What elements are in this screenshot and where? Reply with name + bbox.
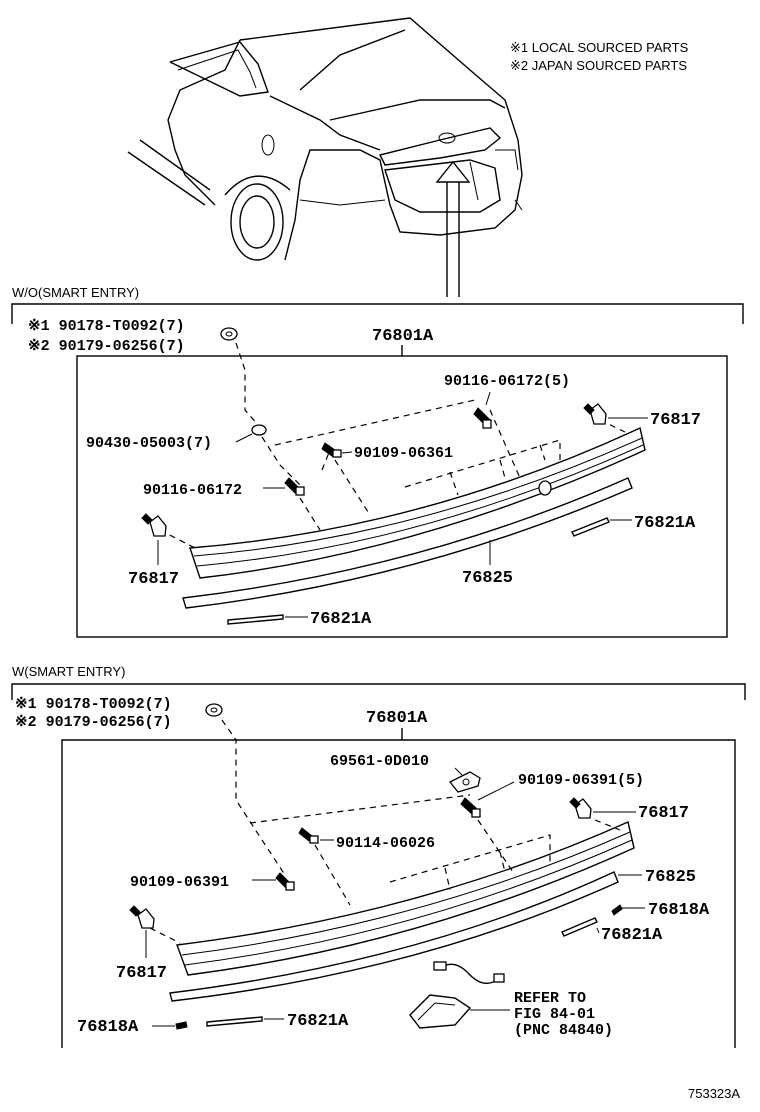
part-90109: 90109-06391	[130, 874, 229, 891]
part-76817-right: 76817	[650, 411, 701, 430]
screw-icon	[321, 442, 342, 458]
wire-harness	[409, 961, 505, 1029]
note-local-part: ※1 90178-T0092(7)	[15, 696, 172, 713]
clip-small-icon	[175, 1021, 188, 1030]
figure-id: 753323A	[688, 1086, 740, 1101]
tape-strip	[571, 517, 610, 537]
part-76818a-right: 76818A	[648, 901, 710, 920]
note-japan-sourced: ※2 JAPAN SOURCED PARTS	[510, 58, 687, 73]
tape-strip	[227, 614, 284, 625]
part-76818a-left: 76818A	[77, 1018, 139, 1037]
part-76817-right: 76817	[638, 804, 689, 823]
clip-icon	[141, 513, 167, 537]
refer-pnc-label: (PNC 84840)	[514, 1022, 613, 1039]
part-90116-qty5: 90116-06172(5)	[444, 373, 570, 390]
part-90430: 90430-05003(7)	[86, 435, 212, 452]
part-90109: 90109-06361	[354, 445, 453, 462]
screw-icon	[298, 827, 319, 844]
section-title: W(SMART ENTRY)	[12, 664, 125, 679]
section-title: W/O(SMART ENTRY)	[12, 285, 139, 300]
car-rear-illustration	[127, 17, 523, 297]
clip-icon	[583, 403, 607, 425]
lower-molding	[169, 871, 619, 1002]
assembly-number: 76801A	[366, 709, 428, 728]
note-japan-part: ※2 90179-06256(7)	[15, 714, 172, 731]
refer-fig-label: FIG 84-01	[514, 1006, 595, 1023]
lower-molding	[182, 477, 633, 609]
washer-icon	[251, 424, 267, 436]
note-local-sourced: ※1 LOCAL SOURCED PARTS	[510, 40, 689, 55]
part-90109-qty5: 90109-06391(5)	[518, 772, 644, 789]
nut-icon	[205, 703, 223, 717]
tape-strip	[561, 917, 598, 937]
part-76825: 76825	[462, 569, 513, 588]
part-76817-left: 76817	[116, 964, 167, 983]
section-without-smart-entry: W/O(SMART ENTRY) ※1 90178-T0092(7) ※2 90…	[11, 285, 744, 638]
bolt-icon	[284, 477, 305, 496]
bolt-icon	[275, 872, 295, 891]
part-90114: 90114-06026	[336, 835, 435, 852]
clip-icon	[569, 797, 592, 819]
nut-icon	[220, 327, 238, 341]
part-76821a-right: 76821A	[601, 926, 663, 945]
part-76821a-bottom: 76821A	[287, 1012, 349, 1031]
part-90116: 90116-06172	[143, 482, 242, 499]
note-local-part: ※1 90178-T0092(7)	[28, 318, 185, 335]
bolt-icon	[473, 407, 492, 429]
tape-strip	[206, 1016, 263, 1027]
section-with-smart-entry: W(SMART ENTRY) ※1 90178-T0092(7) ※2 9017…	[11, 664, 746, 1048]
garnish-panel	[176, 821, 635, 976]
part-76817-left: 76817	[128, 570, 179, 589]
part-76821a-bottom: 76821A	[310, 610, 372, 629]
clip-icon	[129, 905, 155, 929]
assembly-number: 76801A	[372, 327, 434, 346]
garnish-panel	[189, 427, 646, 579]
refer-to-label: REFER TO	[514, 990, 586, 1007]
bolt-icon	[460, 797, 481, 818]
part-76825: 76825	[645, 868, 696, 887]
assembly-frame	[61, 739, 736, 1048]
part-76821a-right: 76821A	[634, 514, 696, 533]
note-japan-part: ※2 90179-06256(7)	[28, 338, 185, 355]
bracket-icon	[448, 771, 481, 793]
clip-small-icon	[611, 904, 623, 916]
part-69561: 69561-0D010	[330, 753, 429, 770]
